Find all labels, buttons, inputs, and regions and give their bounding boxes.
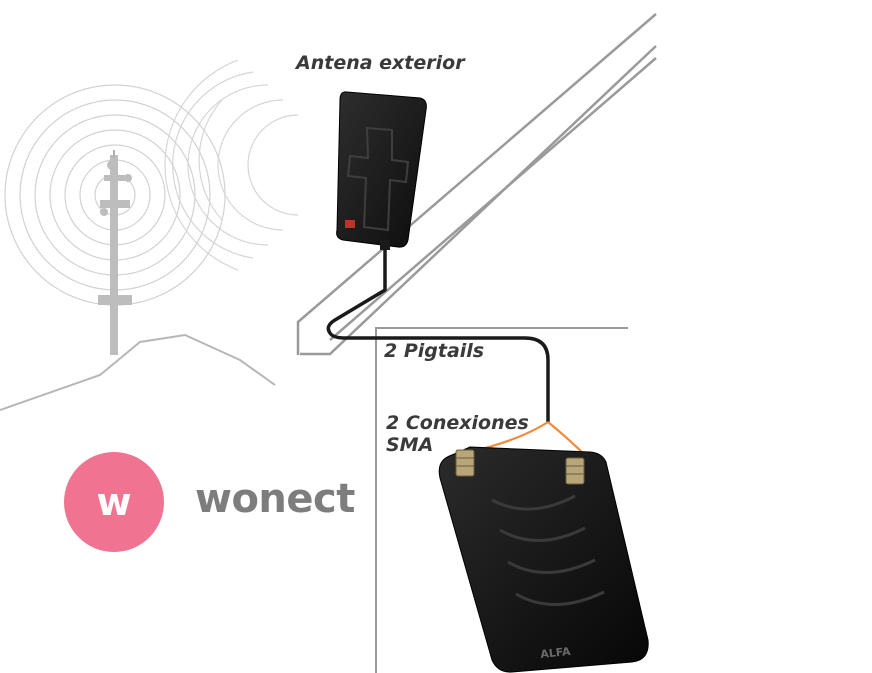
- sma-label-line2: SMA: [386, 434, 434, 456]
- sma-connector-right: [565, 457, 585, 485]
- panel-antenna-icon: [336, 91, 427, 250]
- antenna-cable: [326, 245, 550, 422]
- roof: [296, 13, 657, 356]
- hill: [0, 333, 276, 411]
- sma-label-line1: 2 Conexiones: [386, 412, 529, 434]
- wonect-logo-text: wonect: [195, 476, 355, 522]
- antenna-signal-waves: [164, 59, 299, 271]
- wall: [375, 327, 628, 673]
- sma-label: 2 Conexiones SMA: [386, 412, 529, 456]
- sma-connector-left: [455, 449, 475, 477]
- device-brand: ALFA: [540, 645, 572, 661]
- wonect-logo-icon: w: [64, 452, 164, 552]
- antenna-label: Antena exterior: [296, 52, 465, 74]
- pigtails-label: 2 Pigtails: [384, 340, 485, 362]
- cell-tower-icon: [98, 150, 132, 355]
- wifi-adapter-icon: ALFA: [438, 446, 649, 673]
